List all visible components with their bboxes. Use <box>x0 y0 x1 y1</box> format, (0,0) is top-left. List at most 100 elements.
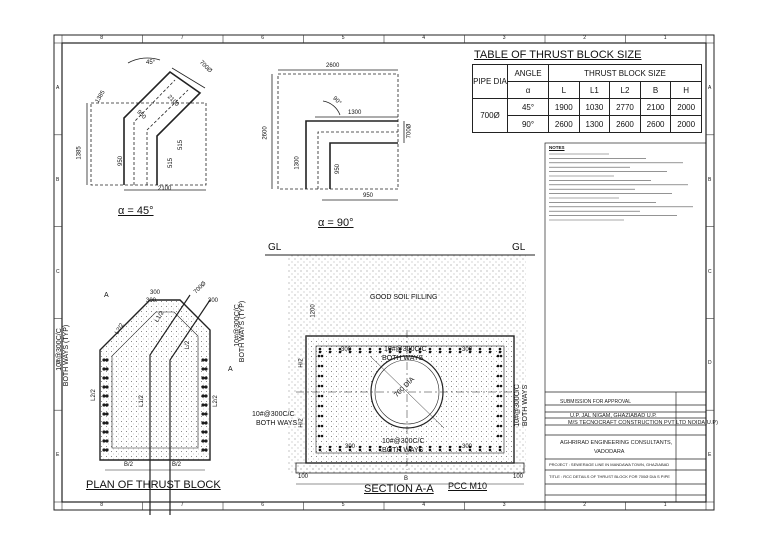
rebar-dot <box>468 350 472 354</box>
plan-300a: 300 <box>150 290 161 296</box>
grid-col-label: 6 <box>261 502 265 508</box>
plan-300b: 300 <box>146 298 157 304</box>
rebar-dot <box>488 347 492 351</box>
cell-angle: 90° <box>507 115 549 133</box>
rebar-dot <box>320 364 324 368</box>
rebar-dot <box>488 350 492 354</box>
rebar-dot <box>105 421 109 425</box>
rebar-dot <box>204 385 208 389</box>
rebar-dot <box>317 364 321 368</box>
rebar-dot <box>358 448 362 452</box>
rebar-dot <box>204 421 208 425</box>
rebar-dot <box>428 445 432 449</box>
cell-value: 1030 <box>578 98 611 116</box>
plan-B2a: B/2 <box>124 462 134 468</box>
rebar-dot <box>201 403 205 407</box>
grid-col-label: 3 <box>502 502 506 508</box>
dim-90-2600left: 2600 <box>262 126 269 140</box>
rebar-dot <box>488 445 492 449</box>
rebar-dot <box>317 374 321 378</box>
rebar-dot <box>468 448 472 452</box>
rebar-dot <box>318 347 322 351</box>
rebar-dot <box>499 394 503 398</box>
rebar-right-label-2: BOTH WAYS <box>522 384 530 427</box>
rebar-dot <box>317 404 321 408</box>
rebar-dot <box>496 364 500 368</box>
rebar-dot <box>478 350 482 354</box>
grid-row-label: E <box>56 452 60 459</box>
rebar-dot <box>105 412 109 416</box>
rebar-dot <box>328 347 332 351</box>
rebar-dot <box>105 385 109 389</box>
rebar-dot <box>320 394 324 398</box>
plan-L22b: L2/2 <box>90 389 97 401</box>
rebar-dot <box>204 412 208 416</box>
rebar-dot <box>105 367 109 371</box>
th-angle: ANGLE <box>507 64 549 82</box>
rebar-dot <box>348 350 352 354</box>
rebar-dot <box>496 354 500 358</box>
rebar-dot <box>201 421 205 425</box>
th-L2: L2 <box>609 81 641 99</box>
rebar-dot <box>496 404 500 408</box>
rebar-dot <box>418 350 422 354</box>
tb-contractor: M/S TECNOCRAFT CONSTRUCTION PVT LTD NOID… <box>568 420 718 426</box>
plan-L22c: L2/2 <box>212 395 219 407</box>
plan-300c: 300 <box>208 298 219 304</box>
rebar-dot <box>358 350 362 354</box>
table-row: 90° 2600 1300 2600 2600 2000 <box>473 115 702 133</box>
table-row: 700Ø 45° 1900 1030 2770 2100 2000 <box>472 98 702 133</box>
rebar-dot <box>201 439 205 443</box>
th-pipe-dia: PIPE DIA <box>472 64 508 99</box>
rebar-dot <box>102 421 106 425</box>
rebar-dot <box>317 354 321 358</box>
rebar-dot <box>317 414 321 418</box>
thrust-table: PIPE DIA ANGLE THRUST BLOCK SIZE α L L1 … <box>472 64 702 133</box>
th-L1: L1 <box>578 81 611 99</box>
plan-title: PLAN OF THRUST BLOCK <box>86 479 221 491</box>
rebar-dot <box>105 403 109 407</box>
rebar-dot <box>448 347 452 351</box>
rebar-dot <box>368 350 372 354</box>
grid-col-label: 6 <box>261 35 265 41</box>
tb-project: PROJECT : SEWERAGE LINE IN MANDAWA TOWN,… <box>549 462 670 467</box>
grid-col-label: 3 <box>502 35 506 41</box>
dim-90-1300b: 1300 <box>294 156 301 170</box>
rebar-dot <box>102 376 106 380</box>
rebar-dot <box>408 445 412 449</box>
rebar-dot <box>428 448 432 452</box>
rebar-dot <box>388 350 392 354</box>
rebar-dot <box>408 347 412 351</box>
cell-value: 1900 <box>548 98 580 116</box>
rebar-dot <box>204 358 208 362</box>
rebar-dot <box>458 347 462 351</box>
rebar-dot <box>338 350 342 354</box>
rebar-dot <box>201 358 205 362</box>
rebar-dot <box>320 424 324 428</box>
cell-value: 2000 <box>670 98 702 116</box>
section-mark-a1: A <box>104 292 109 299</box>
rebar-dot <box>320 404 324 408</box>
rebar-dot <box>418 347 422 351</box>
plan-view <box>99 294 211 515</box>
rebar-dot <box>368 347 372 351</box>
plan-rebar-right-2: BOTH WAYS (TYP) <box>239 300 247 363</box>
rebar-dot <box>201 430 205 434</box>
cell-value: 2770 <box>609 98 641 116</box>
rebar-dot <box>478 445 482 449</box>
rebar-dot <box>458 350 462 354</box>
grid-col-label: 4 <box>422 502 426 508</box>
rebar-dot <box>105 448 109 452</box>
tb-consultant-city: VADODARA <box>594 449 625 455</box>
alpha45-title: α = 45° <box>118 205 154 217</box>
grid-col-label: 5 <box>341 35 345 41</box>
rebar-dot <box>496 424 500 428</box>
rebar-dot <box>204 448 208 452</box>
grid-col-label: 1 <box>663 502 667 508</box>
rebar-dot <box>105 358 109 362</box>
dim-90-1300a: 1300 <box>348 110 362 116</box>
rebar-dot <box>496 384 500 388</box>
rebar-dot <box>105 439 109 443</box>
rebar-dot <box>368 445 372 449</box>
